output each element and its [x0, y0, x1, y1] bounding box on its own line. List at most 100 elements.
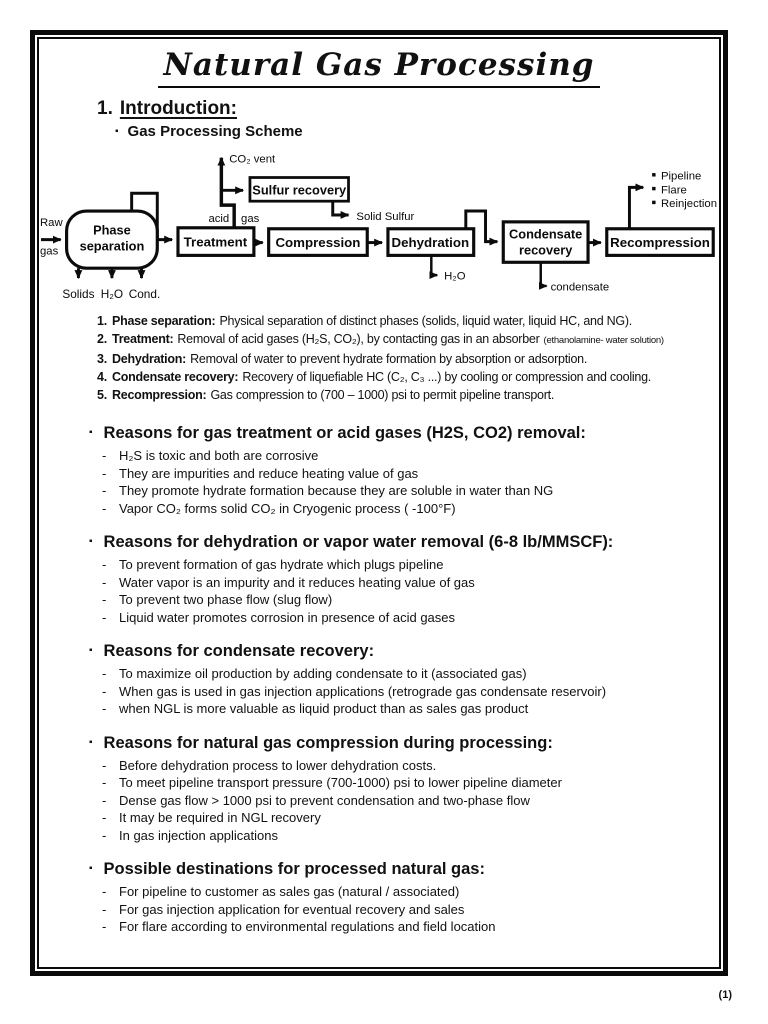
step-number: 4. [97, 370, 107, 384]
section-items: -Before dehydration process to lower deh… [102, 757, 719, 845]
raw-gas-label-1: Raw [40, 217, 63, 229]
condensate-recovery-label-1: Condensate [509, 227, 582, 242]
dehydration-label: Dehydration [392, 235, 470, 250]
page-number: (1) [718, 989, 732, 1001]
step-term: Dehydration: [112, 352, 187, 366]
condensate-label: condensate [551, 281, 610, 293]
section-items: -H₂S is toxic and both are corrosive -Th… [102, 447, 719, 517]
dehydration-water-arrow [429, 255, 439, 280]
square-bullet-icon: ▪ [89, 863, 93, 874]
list-item: -To maximize oil production by adding co… [102, 665, 719, 683]
section-items: -To prevent formation of gas hydrate whi… [102, 556, 719, 626]
dash-marker: - [102, 810, 107, 825]
intro-title: Introduction: [119, 98, 237, 119]
phase-separation-label-1: Phase [93, 223, 131, 238]
dash-marker: - [102, 574, 107, 590]
step-description: Recovery of liquefiable HC (C₂, C₃ ...) … [242, 370, 651, 384]
intro-heading: 1. Introduction: [97, 98, 719, 120]
list-item: -H₂S is toxic and both are corrosive [102, 447, 719, 465]
phase-separation-label-2: separation [80, 238, 145, 253]
recompression-destinations-connector [627, 183, 645, 229]
bullet-icon [652, 186, 656, 191]
step-number: 5. [97, 388, 107, 402]
section-items: -For pipeline to customer as sales gas (… [102, 883, 719, 936]
water-label: H₂O [101, 287, 123, 301]
list-item-text: when NGL is more valuable as liquid prod… [119, 701, 529, 716]
list-item-text: For flare according to environmental reg… [119, 919, 496, 934]
bullet-icon [652, 173, 656, 177]
square-bullet-icon: ▪ [89, 645, 93, 656]
dash-marker: - [102, 901, 107, 917]
section-heading: ▪ Reasons for natural gas compression du… [89, 731, 719, 755]
list-item-text: For gas injection application for eventu… [119, 901, 465, 917]
process-step: 5. Recompression: Gas compression to (70… [97, 386, 719, 404]
cond-label: Cond. [129, 287, 161, 301]
section-heading-label: Reasons for natural gas compression duri… [103, 733, 553, 752]
dash-marker: - [102, 592, 107, 607]
condensate-recovery-label-2: recovery [519, 242, 573, 257]
sulfur-recovery-label: Sulfur recovery [252, 182, 347, 197]
step-number: 1. [97, 314, 107, 328]
section-heading-label: Possible destinations for processed natu… [103, 860, 485, 878]
acid-gas-vent-line [217, 156, 236, 228]
list-item-text: Dense gas flow > 1000 psi to prevent con… [119, 792, 530, 808]
square-bullet-icon: ▪ [89, 427, 93, 438]
list-item: -Before dehydration process to lower deh… [102, 757, 719, 775]
section-heading: ▪ Reasons for dehydration or vapor water… [89, 530, 719, 554]
dash-marker: - [102, 465, 107, 481]
dash-marker: - [102, 500, 107, 516]
condensate-recovery-box [501, 220, 590, 264]
list-item-text: When gas is used in gas injection applic… [119, 683, 607, 699]
section-heading: ▪ Reasons for condensate recovery: [89, 639, 719, 663]
solid-sulfur-label: Solid Sulfur [356, 211, 414, 223]
page-border-inner: Natural Gas Processing 1. Introduction: … [37, 37, 721, 969]
list-item: -When gas is used in gas injection appli… [102, 683, 719, 701]
co2-vent-label: CO₂ vent [229, 154, 276, 166]
phase-to-treatment-connector [130, 191, 174, 244]
list-item-text: To prevent formation of gas hydrate whic… [119, 557, 444, 572]
dash-marker: - [102, 701, 107, 716]
dash-marker: - [102, 919, 107, 934]
section-heading-label: Reasons for gas treatment or acid gases … [103, 424, 586, 442]
dash-marker: - [102, 683, 107, 699]
list-item-text: To maximize oil production by adding con… [119, 666, 527, 681]
list-item: -It may be required in NGL recovery [102, 809, 719, 827]
section-destinations: ▪ Possible destinations for processed na… [89, 857, 719, 936]
dash-marker: - [102, 775, 107, 790]
list-item: -Dense gas flow > 1000 psi to prevent co… [102, 792, 719, 810]
condensate-out-arrow [538, 262, 548, 290]
section-heading-label: Reasons for dehydration or vapor water r… [103, 533, 614, 551]
process-step: 4. Condensate recovery: Recovery of liqu… [97, 368, 719, 386]
gas-label: gas [241, 213, 260, 225]
process-flow-diagram: Raw gas Phase separation Solids H₂O Cond… [40, 154, 717, 301]
recompression-box [605, 227, 715, 257]
process-step: 1. Phase separation: Physical separation… [97, 312, 719, 330]
list-item: -when NGL is more valuable as liquid pro… [102, 700, 719, 718]
list-item: -To prevent formation of gas hydrate whi… [102, 556, 719, 574]
destination-pipeline: Pipeline [661, 170, 701, 182]
list-item: -For gas injection application for event… [102, 901, 719, 919]
title-row: Natural Gas Processing [39, 47, 719, 88]
list-item-text: They promote hydrate formation because t… [119, 483, 554, 498]
section-compression: ▪ Reasons for natural gas compression du… [89, 731, 719, 845]
list-item-text: Liquid water promotes corrosion in prese… [119, 609, 456, 625]
section-acid-gas-removal: ▪ Reasons for gas treatment or acid gase… [89, 421, 719, 517]
list-item-text: Water vapor is an impurity and it reduce… [119, 574, 475, 590]
step-description: Removal of water to prevent hydrate form… [190, 352, 588, 366]
intro-number: 1. [97, 98, 113, 119]
dash-marker: - [102, 609, 107, 625]
list-item-text: To prevent two phase flow (slug flow) [119, 592, 333, 607]
list-item-text: H₂S is toxic and both are corrosive [119, 448, 319, 463]
dash-marker: - [102, 448, 107, 463]
list-item: -To prevent two phase flow (slug flow) [102, 591, 719, 609]
section-items: -To maximize oil production by adding co… [102, 665, 719, 718]
square-bullet-icon: ▪ [115, 125, 119, 137]
phase-separation-box [65, 209, 159, 270]
step-note: (ethanolamine- water solution) [543, 335, 665, 346]
sections-container: ▪ Reasons for gas treatment or acid gase… [89, 421, 719, 936]
list-item-text: Before dehydration process to lower dehy… [119, 757, 437, 773]
destinations-list: Pipeline Flare Reinjection [652, 170, 717, 210]
dehydration-to-condensate-connector [464, 209, 499, 246]
dash-marker: - [102, 884, 107, 899]
list-item-text: To meet pipeline transport pressure (700… [119, 775, 562, 790]
